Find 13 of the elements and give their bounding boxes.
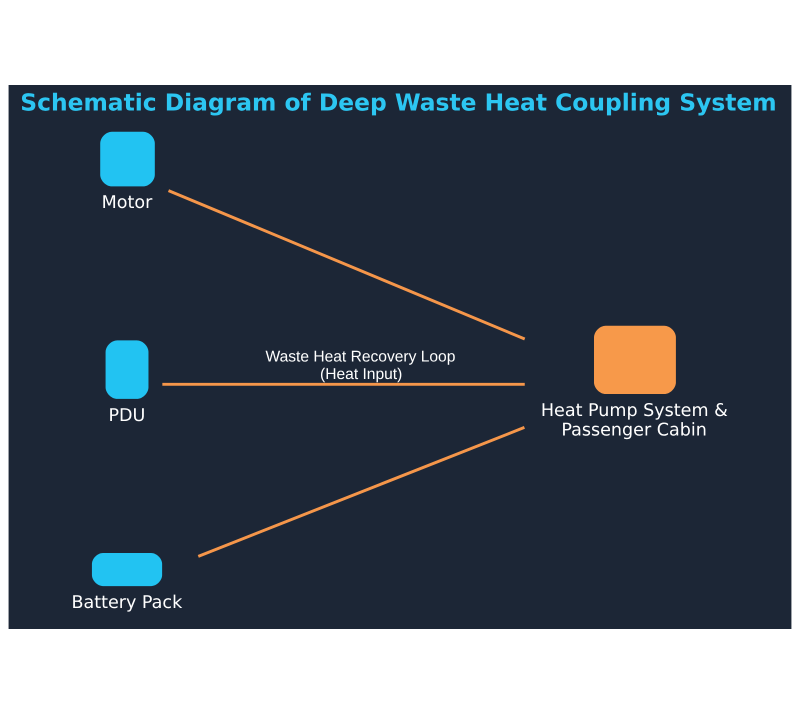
node-box — [594, 326, 676, 394]
node-box — [100, 132, 155, 186]
node-box — [92, 552, 162, 586]
node-box — [106, 340, 148, 399]
node-label: Motor — [102, 193, 152, 214]
connector — [162, 382, 525, 386]
connector — [198, 426, 525, 558]
connector — [168, 189, 526, 340]
node-label: Heat Pump System & Passenger Cabin — [540, 400, 728, 440]
diagram-title: Schematic Diagram of Deep Waste Heat Coupling System — [20, 88, 777, 117]
node-label: PDU — [108, 406, 146, 426]
node-label: Battery Pack — [71, 592, 182, 613]
edge-label: Waste Heat Recovery Loop (Heat Input) — [265, 348, 456, 384]
